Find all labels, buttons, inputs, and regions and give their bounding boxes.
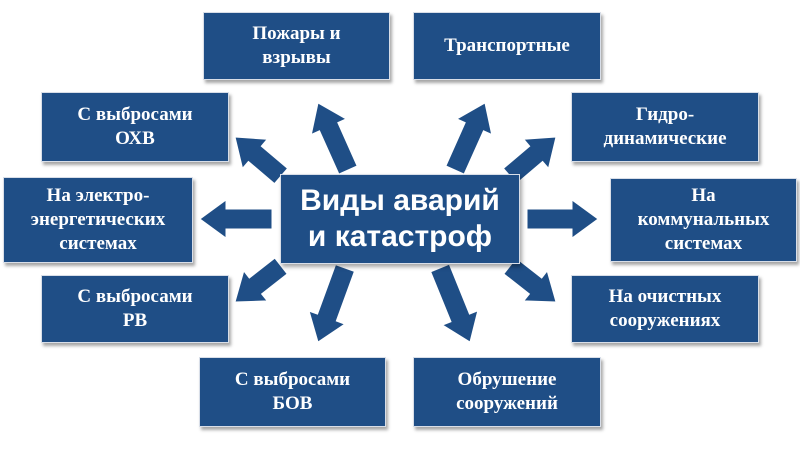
arrow-to-treatment: [503, 257, 557, 303]
box-power-systems: На электро- энергетических системах: [3, 177, 193, 263]
arrow-to-transport: [445, 102, 493, 175]
center-title: Виды аварий и катастроф: [280, 174, 520, 264]
box-bov: С выбросами БОВ: [199, 357, 386, 427]
arrow-to-rv: [234, 257, 288, 303]
box-transport: Транспортные: [413, 12, 601, 80]
arrow-to-ohv: [234, 136, 289, 185]
box-hydrodynamic: Гидро- динамические: [571, 92, 759, 162]
box-collapse: Обрушение сооружений: [413, 357, 601, 427]
arrow-to-communal: [526, 199, 599, 239]
box-treatment: На очистных сооружениях: [571, 275, 759, 343]
arrow-to-collapse: [430, 263, 479, 343]
arrow-to-power-systems: [199, 199, 273, 239]
box-communal: На коммунальных системах: [610, 178, 797, 262]
arrow-to-hydrodynamic: [502, 136, 557, 185]
box-rv: С выбросами РВ: [41, 275, 229, 343]
box-fires: Пожары и взрывы: [203, 12, 390, 80]
box-ohv: С выбросами ОХВ: [41, 92, 229, 162]
arrow-to-bov: [308, 263, 356, 343]
arrow-to-fires: [310, 102, 358, 175]
